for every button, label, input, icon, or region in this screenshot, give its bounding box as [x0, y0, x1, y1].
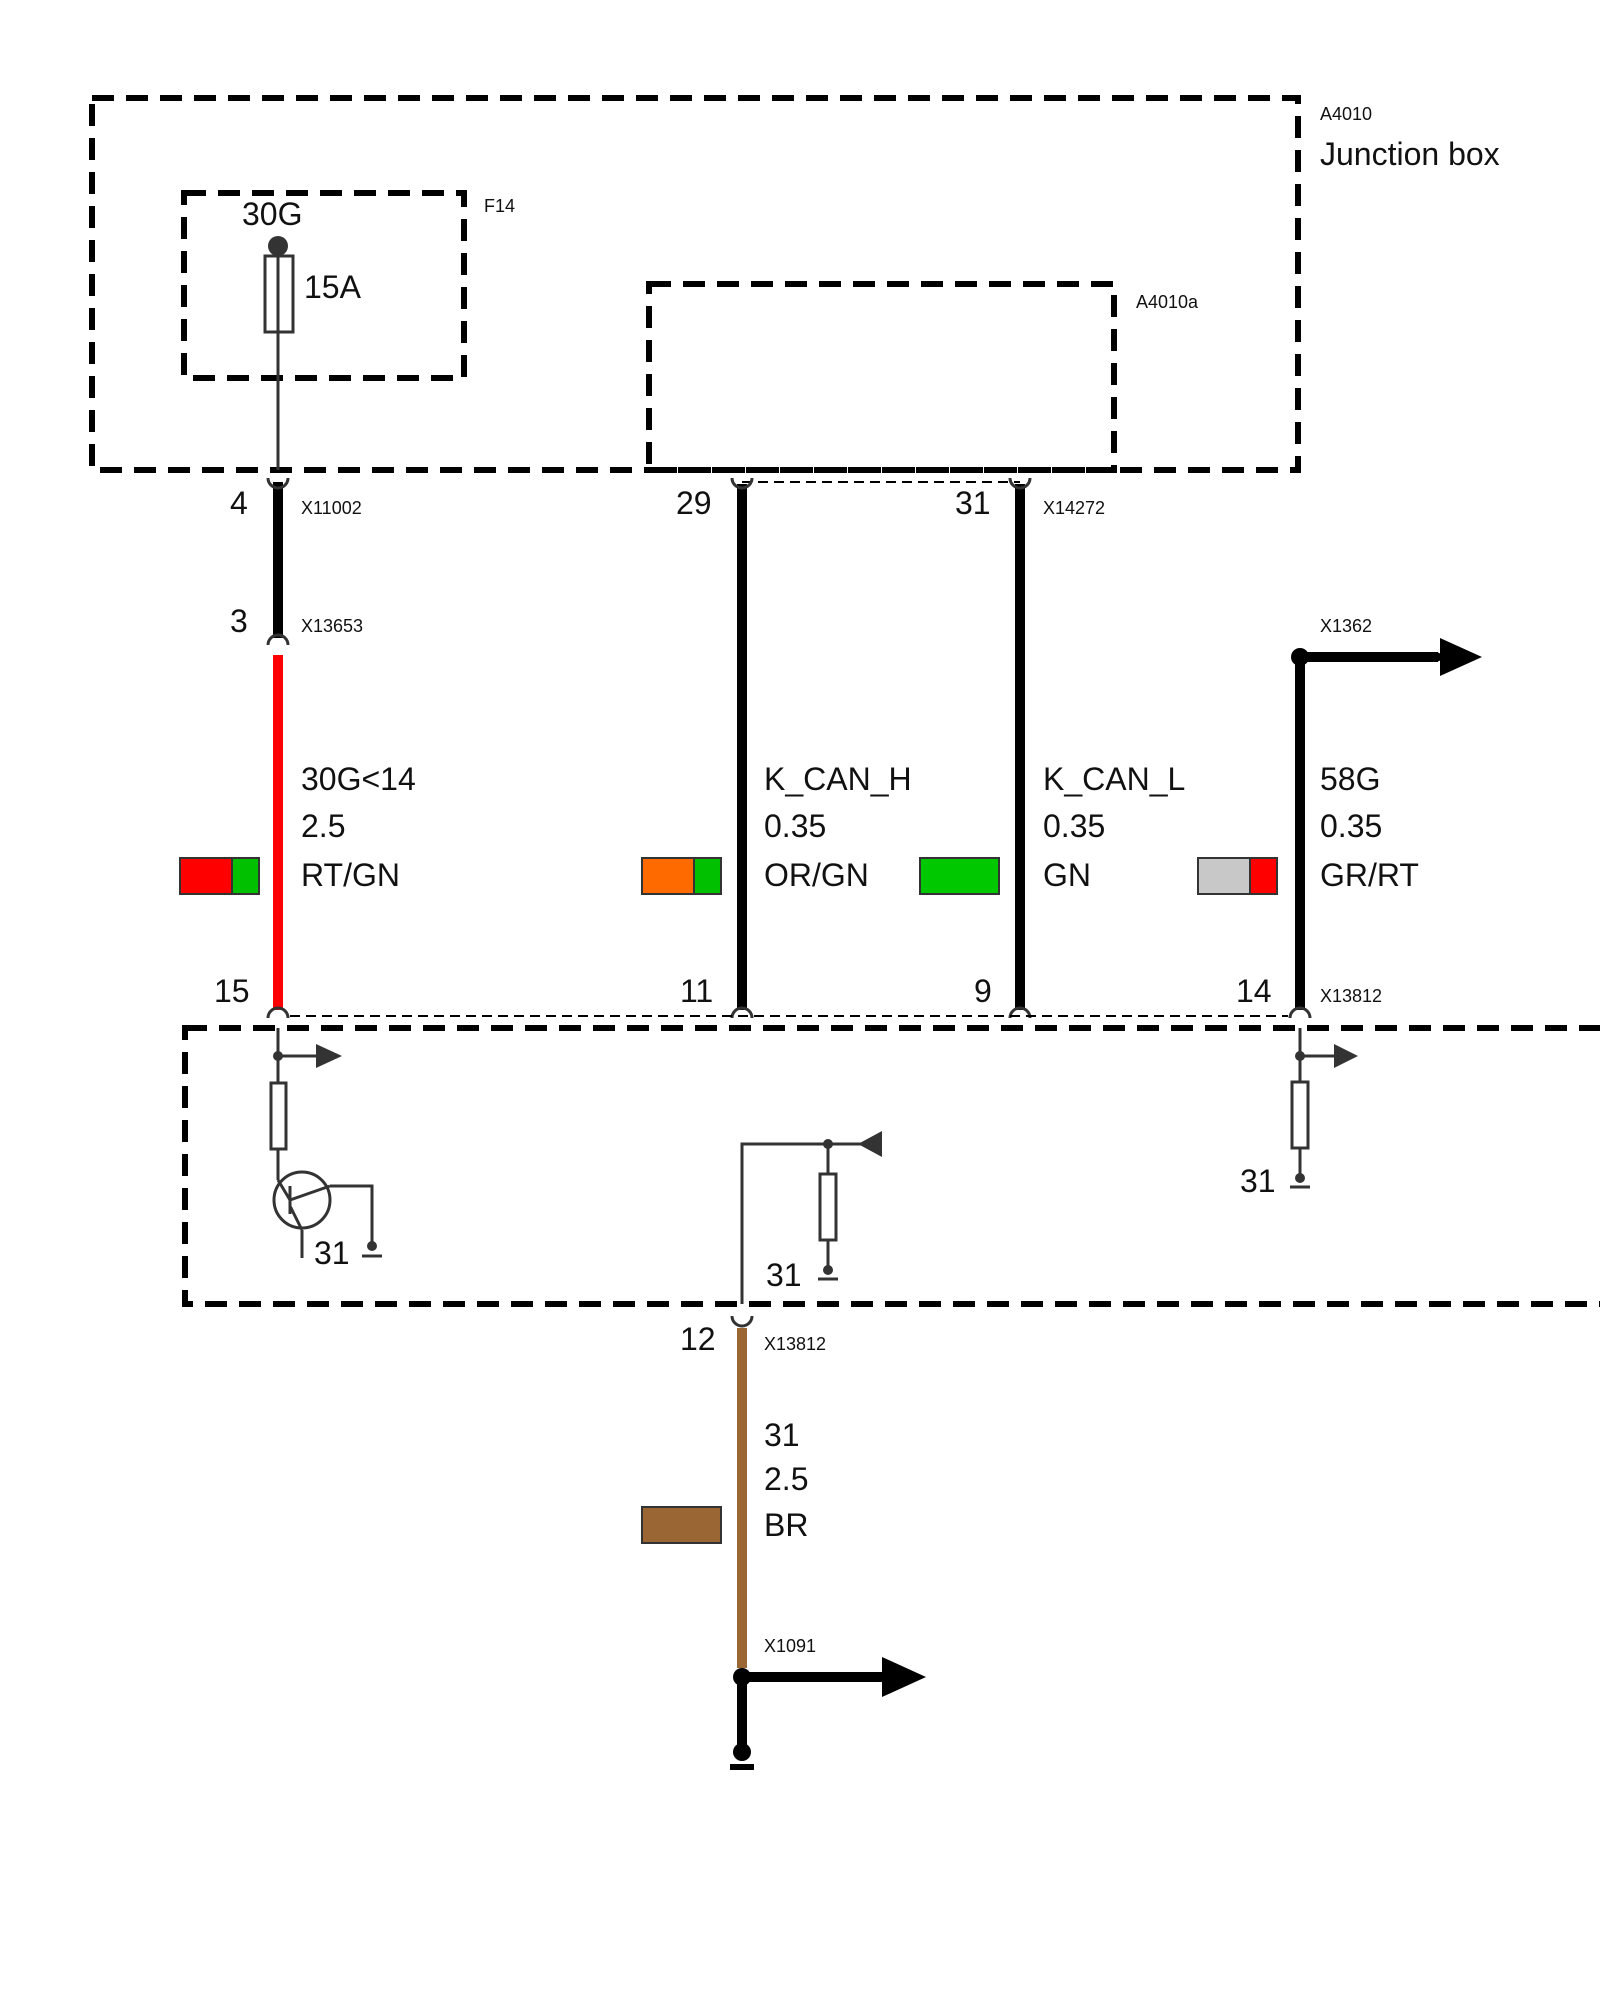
transistor-symbol: [272, 1170, 332, 1230]
wire-size: 2.5: [301, 808, 345, 844]
wire-size: 0.35: [1320, 808, 1382, 844]
wire-color-code: BR: [764, 1507, 808, 1543]
pin-label: 31: [955, 485, 991, 521]
fuse-f14: F14 30G 15A: [181, 190, 515, 470]
pin-label: 9: [974, 973, 992, 1009]
ground-dot: [367, 1241, 377, 1251]
junction-box: A4010 Junction box F14 30G 15A A4010a: [89, 95, 1500, 473]
wire-k-can-l: K_CAN_L 0.35 GN: [919, 477, 1185, 1019]
fuse-box-outline: [181, 190, 467, 381]
pin-socket: [1288, 1006, 1312, 1019]
58g-input-circuit: 31: [1240, 1028, 1358, 1199]
pin-socket: [730, 1315, 754, 1328]
pin-socket: [730, 477, 754, 490]
wire-58g: X1362 58G 0.35 GR/RT: [1197, 616, 1482, 1019]
pin-label: 4: [230, 485, 248, 521]
wire-signal: 31: [764, 1417, 800, 1453]
wire-color-swatch: [1197, 857, 1251, 895]
pin-label: 11: [680, 973, 713, 1009]
junction-box-id: A4010: [1320, 104, 1372, 124]
wire-signal: K_CAN_H: [764, 761, 912, 797]
wire-color-code: OR/GN: [764, 857, 869, 893]
fuse-rating: 15A: [304, 269, 362, 305]
connector-label: X14272: [1043, 498, 1105, 518]
wire-signal: 58G: [1320, 761, 1380, 797]
control-module: 31 31 31: [182, 1025, 1600, 1307]
connector-label: X1091: [764, 1636, 816, 1656]
signal-arrow: [1334, 1044, 1358, 1068]
ground-dot: [1295, 1173, 1305, 1183]
resistor-symbol: [269, 1081, 288, 1151]
wire-color-swatch: [919, 857, 1000, 895]
wire-k-can-h: K_CAN_H 0.35 OR/GN: [641, 477, 912, 1019]
junction-box-name: Junction box: [1320, 136, 1500, 172]
fuse-id: F14: [484, 196, 515, 216]
signal-arrow: [316, 1044, 342, 1068]
ground-dot: [733, 1743, 751, 1761]
wire-size: 0.35: [1043, 808, 1105, 844]
internal-line: [330, 1184, 374, 1250]
internal-line: [740, 1142, 828, 1304]
ground-dot: [823, 1265, 833, 1275]
transistor-circuit: 31: [269, 1028, 382, 1271]
pin-socket: [266, 1006, 290, 1019]
control-module-outline: [182, 1025, 1600, 1307]
wire-size: 0.35: [764, 808, 826, 844]
wire-30g: 30G<14 2.5 RT/GN: [179, 477, 416, 1019]
sub-module-outline: [646, 281, 1117, 473]
pin-label: 14: [1236, 973, 1272, 1009]
wire-color-swatch: [231, 857, 260, 895]
connector-label: X11002: [301, 498, 362, 518]
arrow-head: [1440, 638, 1482, 676]
fuse-terminal-label: 30G: [242, 196, 302, 232]
pin-socket: [1008, 1006, 1032, 1019]
sub-module-id: A4010a: [1136, 292, 1199, 312]
wire-color-swatch: [693, 857, 722, 895]
arrow-head: [882, 1657, 926, 1697]
pin-socket: [1008, 477, 1032, 490]
ground-label: 31: [766, 1257, 802, 1293]
ground-label: 31: [314, 1235, 350, 1271]
pin-label: 29: [676, 485, 712, 521]
wire-color-swatch: [641, 857, 695, 895]
resistor-symbol: [818, 1172, 838, 1242]
signal-arrow: [858, 1131, 882, 1157]
pin-label: 12: [680, 1321, 716, 1357]
pin-socket: [266, 633, 290, 646]
ground-label: 31: [1240, 1163, 1276, 1199]
wire-signal: 30G<14: [301, 761, 416, 797]
internal-line: [276, 1179, 292, 1201]
connector-label: X1362: [1320, 616, 1372, 636]
connector-label: X13653: [301, 616, 363, 636]
connector-label: X13812: [1320, 986, 1382, 1006]
wire-color-code: RT/GN: [301, 857, 400, 893]
internal-line: [288, 1205, 304, 1231]
connector-label: X13812: [764, 1334, 826, 1354]
wire-color-code: GR/RT: [1320, 857, 1419, 893]
pin-socket: [266, 477, 290, 490]
resistor-symbol: [1290, 1080, 1310, 1150]
input-circuit: 31: [740, 1131, 882, 1304]
wire-signal: K_CAN_L: [1043, 761, 1185, 797]
wire-color-swatch: [179, 857, 233, 895]
wire-ground-31: 12 X13812 31 2.5 BR X1091: [641, 1315, 926, 1770]
wire-color-swatch: [1249, 857, 1278, 895]
wire-color-code: GN: [1043, 857, 1091, 893]
internal-line: [289, 1184, 331, 1202]
wire-size: 2.5: [764, 1461, 808, 1497]
pin-label: 3: [230, 603, 248, 639]
wire-color-swatch: [641, 1506, 722, 1544]
pin-socket: [730, 1006, 754, 1019]
pin-label: 15: [214, 973, 250, 1009]
